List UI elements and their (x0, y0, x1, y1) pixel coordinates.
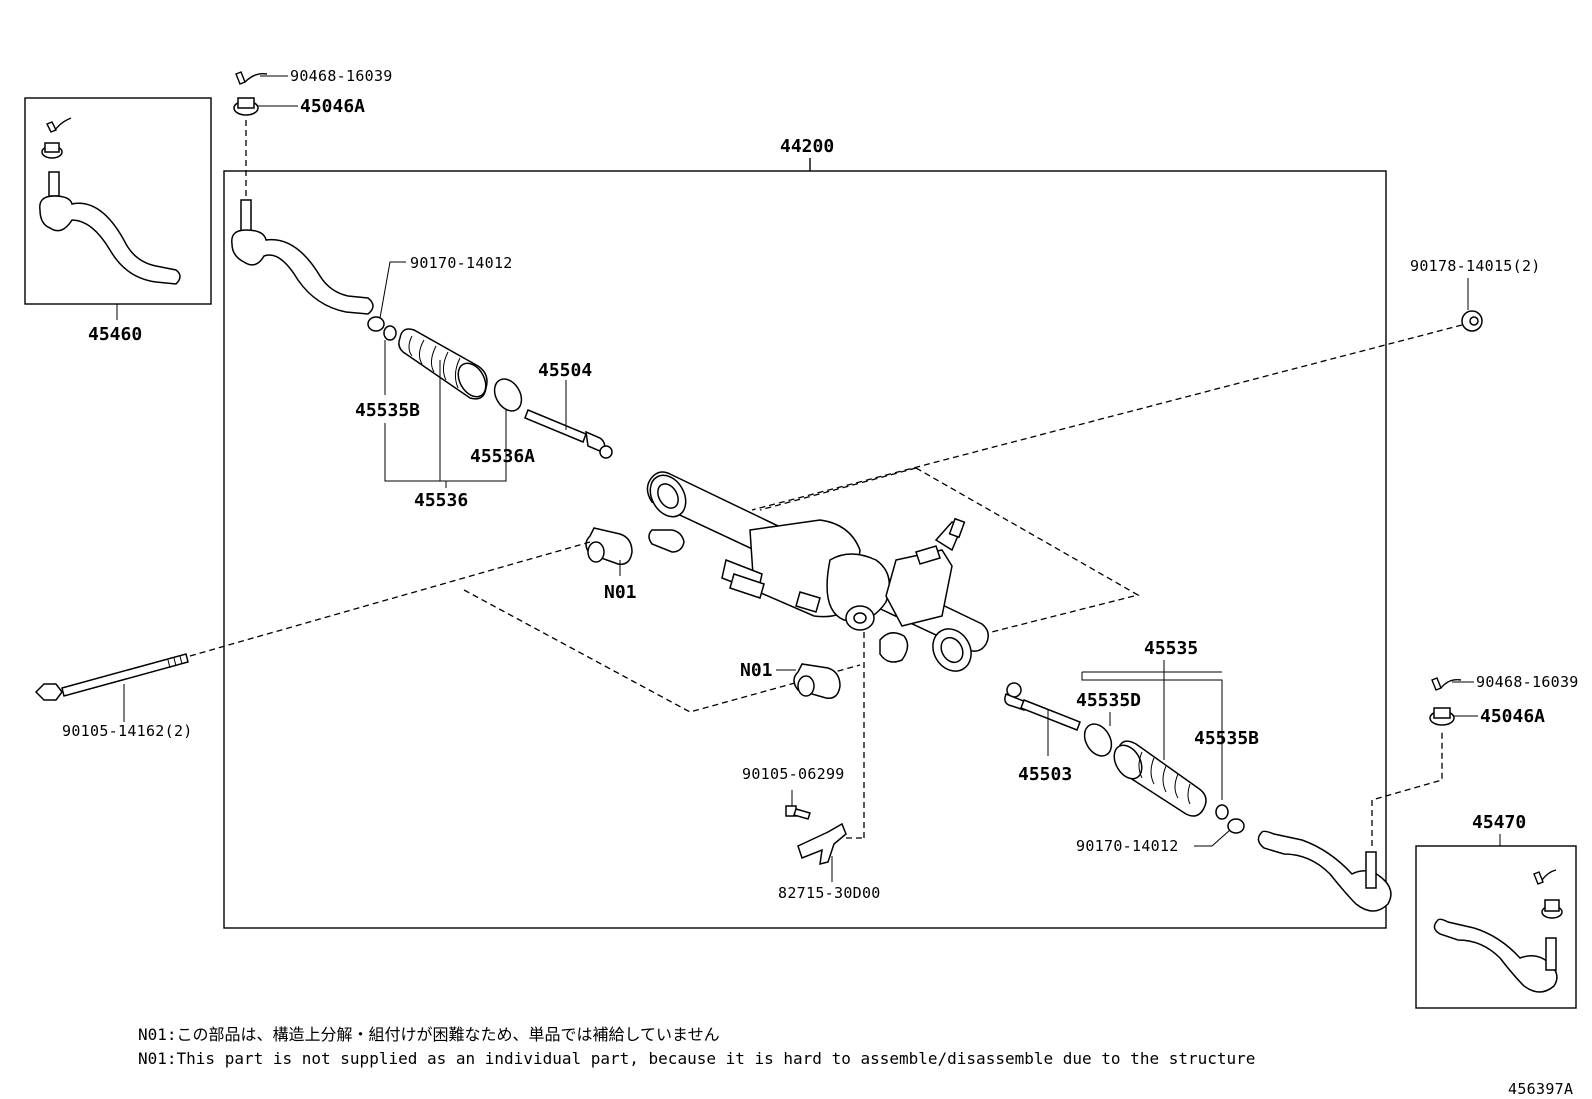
note-japanese: N01:この部品は、構造上分解・組付けが困難なため、単品では補給していません (138, 1025, 720, 1044)
label-90468-16039-br: 90468-16039 (1476, 673, 1579, 691)
bushing-icon-lower (793, 663, 841, 699)
nut-icon-right (1461, 310, 1483, 332)
cotter-pin-icon-inset-left (46, 117, 72, 133)
cotter-pin-icon-inset-right (1533, 869, 1557, 885)
label-90105-14162: 90105-14162(2) (62, 722, 193, 740)
label-90178-14015: 90178-14015(2) (1410, 257, 1541, 275)
label-45535: 45535 (1144, 638, 1198, 659)
label-82715-30D00: 82715-30D00 (778, 884, 881, 902)
label-45536A: 45536A (470, 446, 535, 467)
tie-rod-end-right (1257, 830, 1392, 912)
castle-nut-icon-br (1429, 707, 1455, 726)
label-45460: 45460 (88, 324, 142, 345)
label-90468-16039-tl: 90468-16039 (290, 67, 393, 85)
label-44200: 44200 (780, 136, 834, 157)
small-clamp-icon-right (1215, 804, 1229, 820)
castle-nut-icon-tl (233, 97, 259, 116)
inset-box-45470 (1415, 845, 1577, 1009)
nut-icon-inset-left (41, 142, 63, 159)
bracket-icon (797, 822, 847, 865)
bellows-boot-right (1113, 740, 1207, 817)
inner-tie-rod-right (1004, 682, 1081, 731)
label-45046A-br: 45046A (1480, 706, 1545, 727)
label-45046A-tl: 45046A (300, 96, 365, 117)
label-45504: 45504 (538, 360, 592, 381)
label-45535B-left: 45535B (355, 400, 420, 421)
long-bolt-icon (34, 653, 189, 701)
boot-ring-right (1083, 723, 1113, 757)
label-90170-14012-br: 90170-14012 (1076, 837, 1179, 855)
label-45535D: 45535D (1076, 690, 1141, 711)
rack-housing (463, 467, 1140, 713)
cotter-pin-icon-br (1431, 677, 1462, 691)
label-90170-14012-tl: 90170-14012 (410, 254, 513, 272)
note-english: N01:This part is not supplied as an indi… (138, 1049, 1255, 1068)
boot-ring-left (493, 378, 523, 412)
label-45470: 45470 (1472, 812, 1526, 833)
tie-rod-end-left (231, 199, 374, 315)
small-bolt-icon (785, 805, 811, 820)
label-45536: 45536 (414, 490, 468, 511)
bellows-boot-left (398, 328, 488, 400)
bushing-icon-upper (585, 527, 633, 565)
figure-id: 456397A (1508, 1080, 1573, 1098)
assembly-frame (223, 170, 1387, 929)
label-45503: 45503 (1018, 764, 1072, 785)
label-N01-upper: N01 (604, 582, 637, 603)
tie-rod-end-icon-inset-right (1433, 918, 1558, 993)
small-clamp-icon-left (383, 325, 397, 341)
label-45535B-right: 45535B (1194, 728, 1259, 749)
inner-tie-rod-left (524, 409, 613, 459)
cotter-pin-icon-tl (235, 71, 268, 85)
nut-icon-inset-right (1541, 899, 1563, 919)
label-N01-lower: N01 (740, 660, 773, 681)
label-90105-06299: 90105-06299 (742, 765, 845, 783)
washer-icon-br (1227, 818, 1245, 834)
tie-rod-end-icon-inset-left (39, 171, 181, 285)
washer-icon-tl (367, 316, 385, 332)
inset-box-45460 (24, 97, 212, 305)
